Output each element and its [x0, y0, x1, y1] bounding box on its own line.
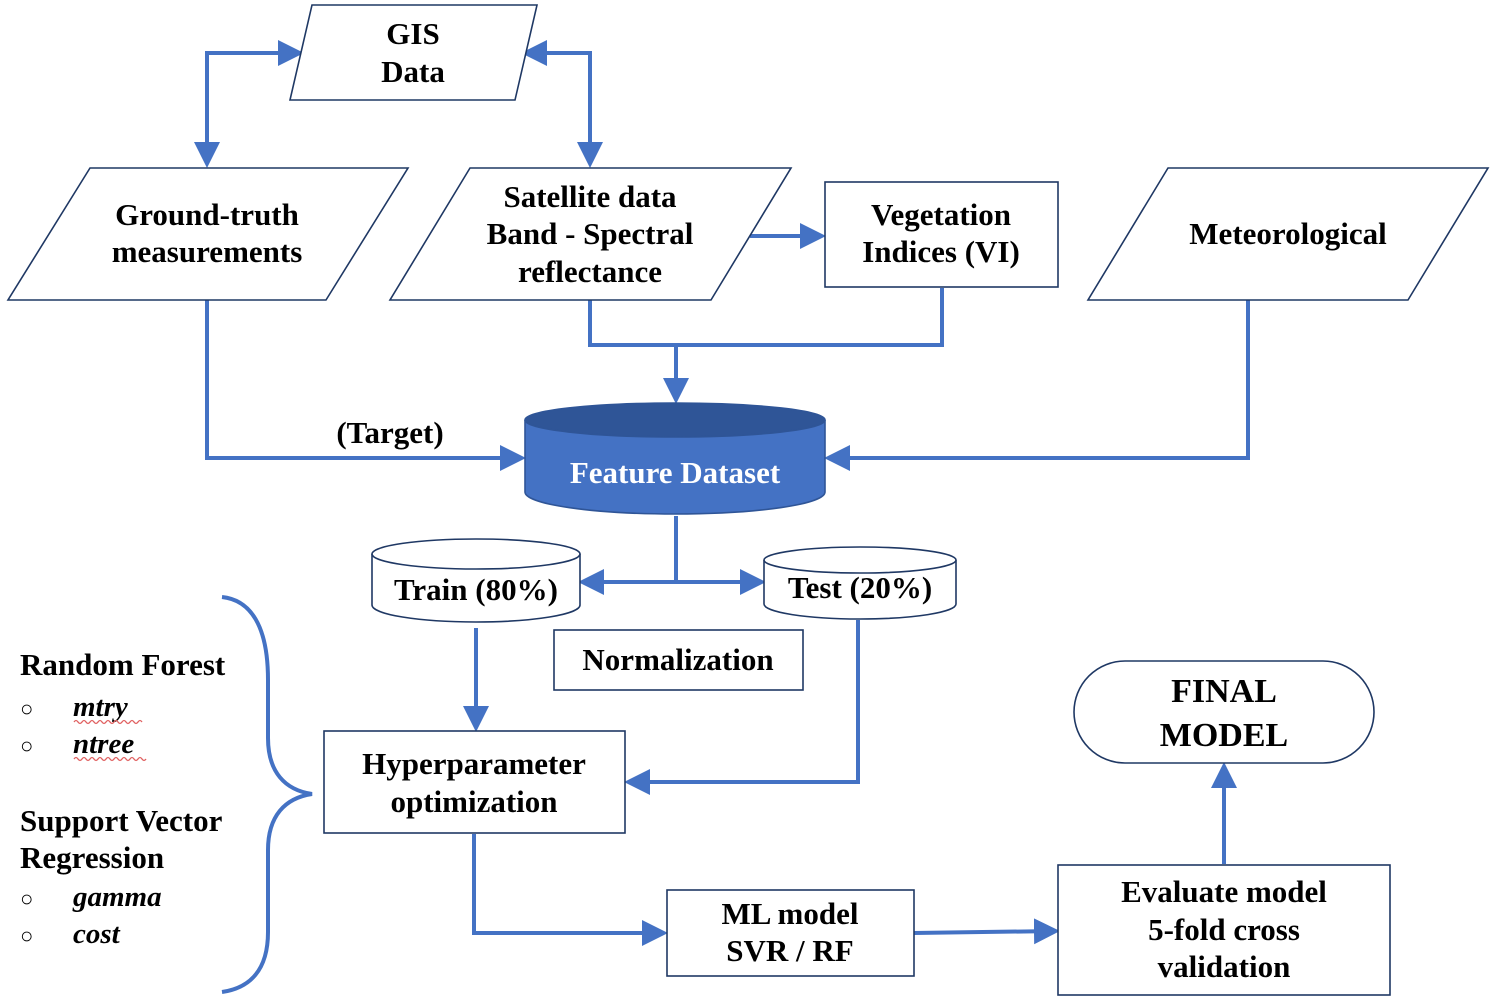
vegetation-node: Vegetation Indices (VI) — [824, 181, 1059, 288]
gis-data-line1: GIS — [386, 16, 439, 51]
arrow-groundtruth-to-feature — [205, 300, 526, 471]
final-model-line2: MODEL — [1160, 717, 1288, 754]
final-model-line1: FINAL — [1171, 673, 1277, 710]
ml-model-line2: SVR / RF — [726, 933, 853, 968]
train-label: Train (80%) — [394, 572, 558, 607]
satellite-line3: reflectance — [518, 254, 662, 289]
test-label: Test (20%) — [788, 570, 932, 605]
arrow-hyper-to-ml — [472, 834, 668, 946]
spell-squiggle-mtry — [73, 719, 143, 725]
satellite-line2: Band - Spectral — [487, 216, 694, 251]
hyperparameter-line1: Hyperparameter — [362, 746, 586, 781]
satellite-line1: Satellite data — [503, 179, 677, 214]
meteorological-label: Meteorological — [1189, 216, 1387, 251]
param-gamma: gamma — [72, 881, 162, 913]
gis-data-node: GIS Data — [288, 4, 539, 101]
ml-model-line1: ML model — [722, 896, 859, 931]
vegetation-line2: Indices (VI) — [862, 234, 1020, 269]
evaluate-node: Evaluate model 5-fold cross validation — [1057, 864, 1391, 996]
arrow-test-to-hyper — [624, 620, 860, 795]
ml-model-node: ML model SVR / RF — [666, 889, 915, 977]
evaluate-line2: 5-fold cross — [1148, 912, 1300, 947]
bullet-ntree: ○ — [20, 733, 33, 758]
vegetation-line1: Vegetation — [871, 197, 1011, 232]
satellite-node: Satellite data Band - Spectral reflectan… — [388, 167, 793, 301]
train-node: Train (80%) — [371, 538, 581, 623]
hyperparameter-line2: optimization — [390, 784, 557, 819]
normalization-label: Normalization — [582, 642, 773, 677]
arrow-meteorological-to-feature — [824, 300, 1250, 471]
ground-truth-line1: Ground-truth — [115, 197, 299, 232]
meteorological-node: Meteorological — [1086, 167, 1490, 301]
svr-title-line2: Regression — [20, 840, 164, 875]
test-node: Test (20%) — [763, 546, 957, 620]
arrow-ml-to-evaluate — [913, 918, 1060, 945]
arrow-gis-to-groundtruth — [194, 51, 300, 168]
arrow-groundtruth-to-gis — [205, 40, 304, 66]
bullet-cost: ○ — [20, 923, 33, 948]
feature-dataset-label: Feature Dataset — [570, 455, 781, 490]
param-ntree: ntree — [73, 728, 134, 760]
ground-truth-line2: measurements — [112, 234, 303, 269]
evaluate-line1: Evaluate model — [1121, 874, 1327, 909]
hyperparameter-node: Hyperparameter optimization — [323, 730, 626, 834]
param-mtry: mtry — [73, 691, 128, 723]
gis-data-line2: Data — [381, 54, 445, 89]
spell-squiggle-ntree — [73, 756, 147, 762]
arrow-satellite-to-gis — [521, 40, 592, 66]
curly-brace — [221, 595, 313, 994]
param-cost: cost — [73, 918, 121, 950]
svr-title-line1: Support Vector — [20, 803, 223, 838]
ground-truth-node: Ground-truth measurements — [6, 167, 410, 301]
connectors — [194, 40, 1250, 946]
arrow-gis-to-satellite — [525, 51, 603, 168]
parameter-list: Random Forest ○ mtry ○ ntree Support Vec… — [20, 595, 313, 994]
random-forest-title: Random Forest — [20, 647, 226, 682]
normalization-node: Normalization — [553, 629, 804, 691]
evaluate-line3: validation — [1158, 949, 1291, 984]
line-satellite-down — [588, 288, 944, 347]
feature-dataset-node: Feature Dataset — [524, 402, 826, 515]
final-model-node: FINAL MODEL — [1073, 660, 1375, 764]
bullet-gamma: ○ — [20, 886, 33, 911]
bullet-mtry: ○ — [20, 696, 33, 721]
target-label: (Target) — [336, 415, 443, 450]
